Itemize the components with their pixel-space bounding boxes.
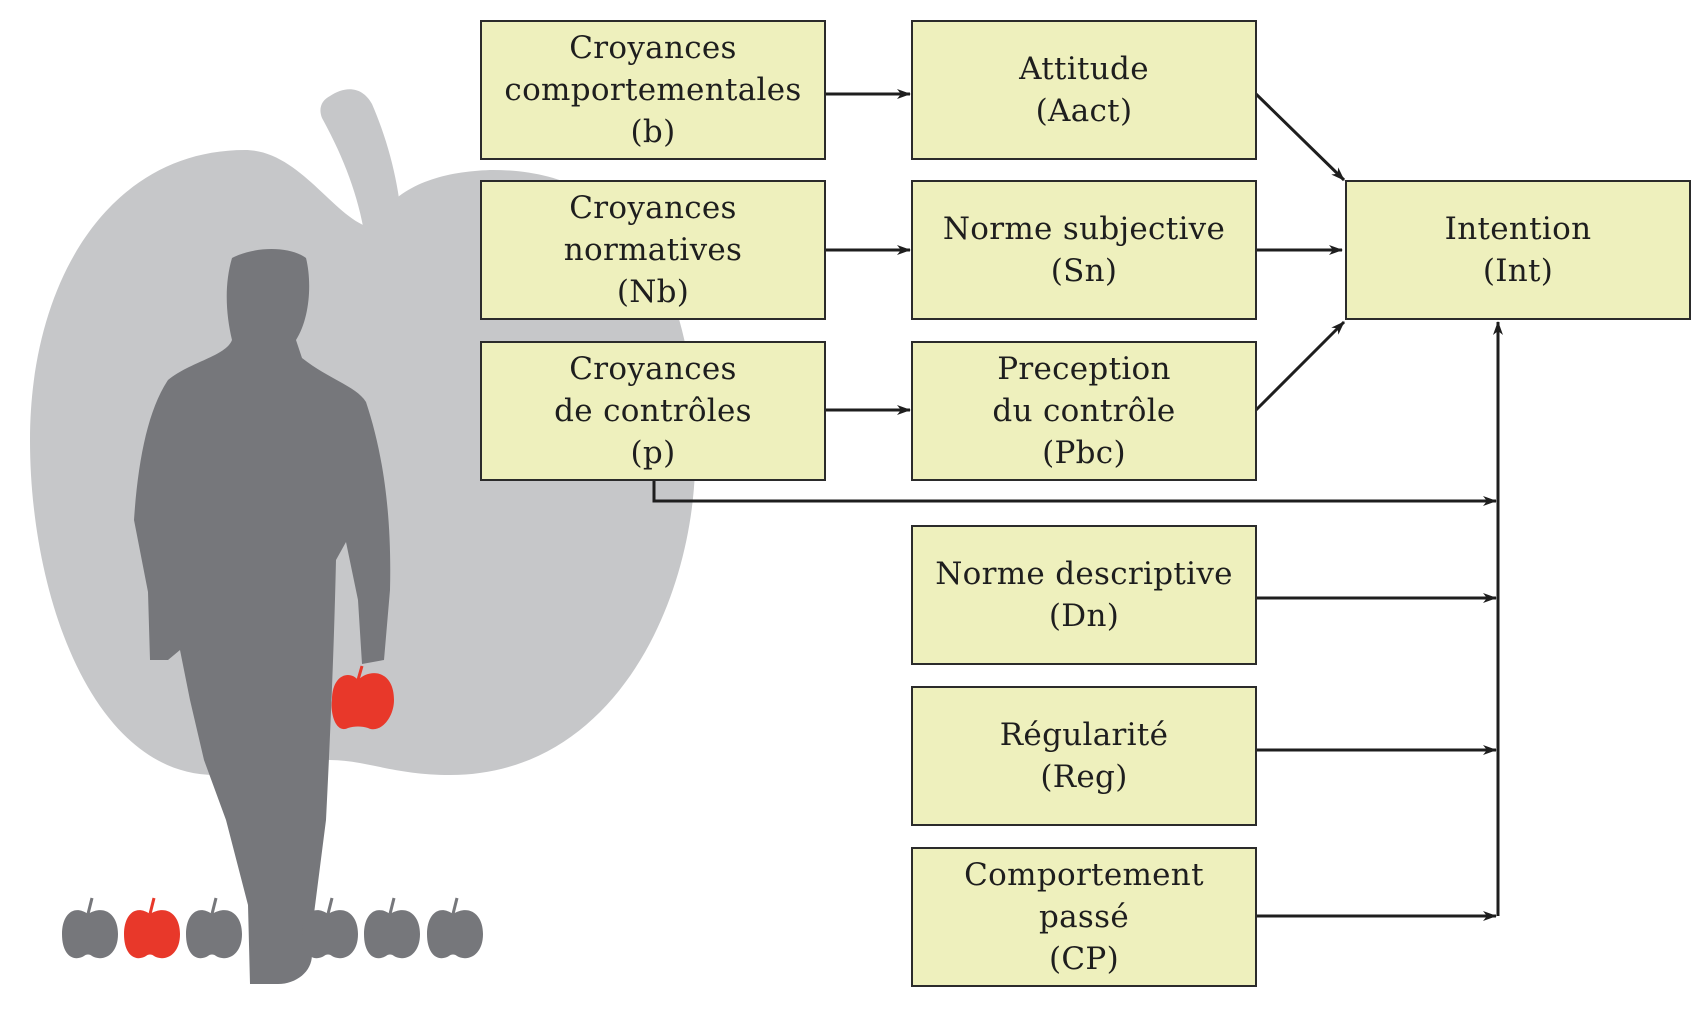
person-silhouette-icon — [134, 249, 391, 984]
node-label-line: (Dn) — [1048, 598, 1120, 634]
gray-apple-icon — [302, 897, 358, 959]
regularity-box: Régularité (Reg) — [911, 686, 1257, 826]
node-label-line: normatives — [563, 232, 743, 268]
arrow-perceived-control-to-intention — [1254, 320, 1346, 412]
gray-apple-icon — [427, 897, 483, 959]
node-label-line: Régularité — [999, 717, 1169, 753]
node-label-line: de contrôles — [554, 393, 752, 429]
perceived-control-box: Preception du contrôle (Pbc) — [911, 341, 1257, 481]
node-label-line: comportementales — [504, 72, 802, 108]
node-label-line: Preception — [997, 351, 1171, 387]
node-label-line: (Int) — [1482, 253, 1554, 289]
gray-apple-icon — [186, 897, 242, 959]
arrow-attitude-to-intention — [1254, 92, 1346, 182]
node-label-line: Attitude — [1019, 51, 1149, 87]
red-apple-icon — [331, 665, 394, 730]
node-label-line: Comportement — [964, 857, 1204, 893]
node-label-line: Norme descriptive — [935, 556, 1233, 592]
node-label-line: passé — [1039, 899, 1129, 935]
node-label-line: (Nb) — [616, 274, 690, 310]
node-label-line: (CP) — [1049, 941, 1119, 977]
behavioral-beliefs-box: Croyances comportementales (b) — [480, 20, 826, 160]
attitude-box: Attitude (Aact) — [911, 20, 1257, 160]
red-apple-icon — [124, 897, 180, 959]
node-label-line: (Reg) — [1040, 759, 1128, 795]
arrow-control-beliefs-to-intention — [652, 480, 1497, 506]
node-label-line: Norme subjective — [942, 211, 1226, 247]
node-label-line: Croyances — [569, 351, 737, 387]
subjective-norm-box: Norme subjective (Sn) — [911, 180, 1257, 320]
intention-box: Intention (Int) — [1345, 180, 1691, 320]
node-label-line: Croyances — [569, 30, 737, 66]
node-label-line: Intention — [1444, 211, 1592, 247]
normative-beliefs-box: Croyances normatives (Nb) — [480, 180, 826, 320]
descriptive-norm-box: Norme descriptive (Dn) — [911, 525, 1257, 665]
past-behavior-box: Comportement passé (CP) — [911, 847, 1257, 987]
control-beliefs-box: Croyances de contrôles (p) — [480, 341, 826, 481]
node-label-line: (Pbc) — [1042, 435, 1126, 471]
node-label-line: (b) — [630, 114, 676, 150]
node-label-line: (Sn) — [1050, 253, 1118, 289]
gray-apple-icon — [364, 897, 420, 959]
gray-apple-icon — [62, 897, 118, 959]
node-label-line: du contrôle — [992, 393, 1176, 429]
node-label-line: (p) — [630, 435, 676, 471]
apple-row — [62, 897, 483, 959]
node-label-line: Croyances — [569, 190, 737, 226]
node-label-line: (Aact) — [1035, 93, 1133, 129]
